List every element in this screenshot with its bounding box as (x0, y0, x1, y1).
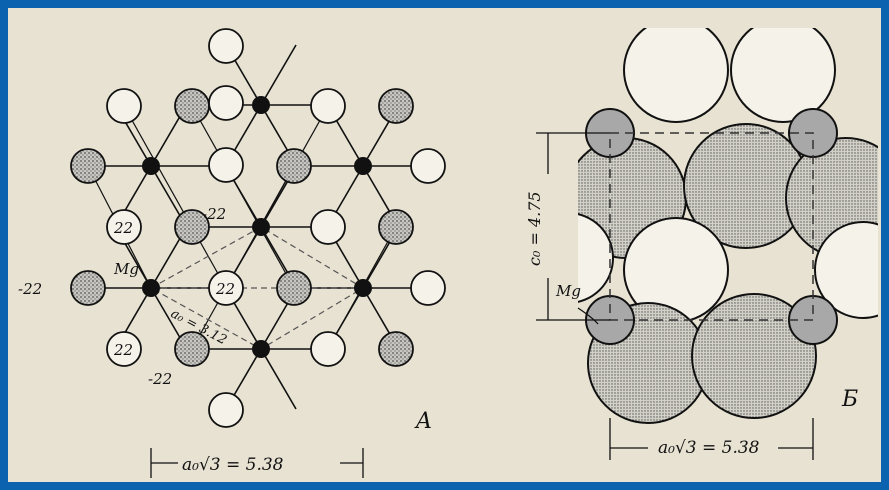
open-sphere (814, 221, 878, 319)
bond-line (260, 44, 297, 106)
charge-label: 22 (215, 280, 235, 298)
panel-b-label: Б (841, 387, 858, 412)
shaded-atom (378, 331, 414, 367)
shaded-atom (174, 331, 210, 367)
mg-atom (252, 218, 270, 236)
c-label-bg (532, 174, 552, 278)
open-atom (410, 270, 446, 306)
open-atom (208, 392, 244, 428)
panel-a-lattice: 22 22 22 (70, 28, 446, 478)
open-atom (208, 270, 244, 306)
lattice-line (225, 105, 329, 289)
open-atom (208, 147, 244, 183)
c-dimension-label: c₀ = 4.75 (525, 191, 544, 266)
bottom-dimension-b: a₀√3 = 5.38 (658, 438, 760, 458)
bond-line (260, 348, 297, 410)
mg-atom (142, 279, 160, 297)
open-atom (106, 209, 142, 245)
open-atom (310, 88, 346, 124)
shaded-atom (378, 209, 414, 245)
mg-label-a: Mg (113, 260, 139, 278)
shaded-atom (378, 88, 414, 124)
open-atom (310, 209, 346, 245)
panel-b-packing (578, 28, 878, 424)
open-atom (208, 85, 244, 121)
panel-b-annotations (532, 132, 814, 460)
mg-label-b: Mg (555, 282, 581, 300)
mg-atom (354, 157, 372, 175)
shaded-atom (70, 148, 106, 184)
shaded-sphere (691, 293, 817, 419)
open-sphere (730, 28, 836, 123)
dimension-label-bg-b (648, 436, 778, 458)
mg-atom (252, 96, 270, 114)
open-atom (310, 331, 346, 367)
open-atom (410, 148, 446, 184)
shaded-atom (174, 88, 210, 124)
neg-label-1: -22 (202, 205, 226, 223)
open-atom (106, 331, 142, 367)
neg-label-2: -22 (18, 280, 42, 298)
mg-atom (142, 157, 160, 175)
neg-label-3: -22 (148, 370, 172, 388)
charge-label: 22 (113, 341, 133, 359)
bottom-dimension-a: a₀√3 = 5.38 (182, 455, 284, 475)
charge-label: 22 (113, 219, 133, 237)
mg-atom (252, 340, 270, 358)
mg-pointer-line (577, 307, 599, 325)
lattice-line (191, 105, 295, 289)
open-atom (208, 28, 244, 64)
panel-a-label: A (414, 409, 432, 434)
open-sphere (578, 213, 614, 303)
lattice-line (123, 105, 227, 289)
open-sphere (623, 28, 729, 123)
dimension-label-bg-a (178, 452, 340, 474)
open-atom (106, 88, 142, 124)
shaded-atom (174, 209, 210, 245)
shaded-atom (276, 270, 312, 306)
mg-atom (354, 279, 372, 297)
shaded-atom (70, 270, 106, 306)
shaded-atom (276, 148, 312, 184)
